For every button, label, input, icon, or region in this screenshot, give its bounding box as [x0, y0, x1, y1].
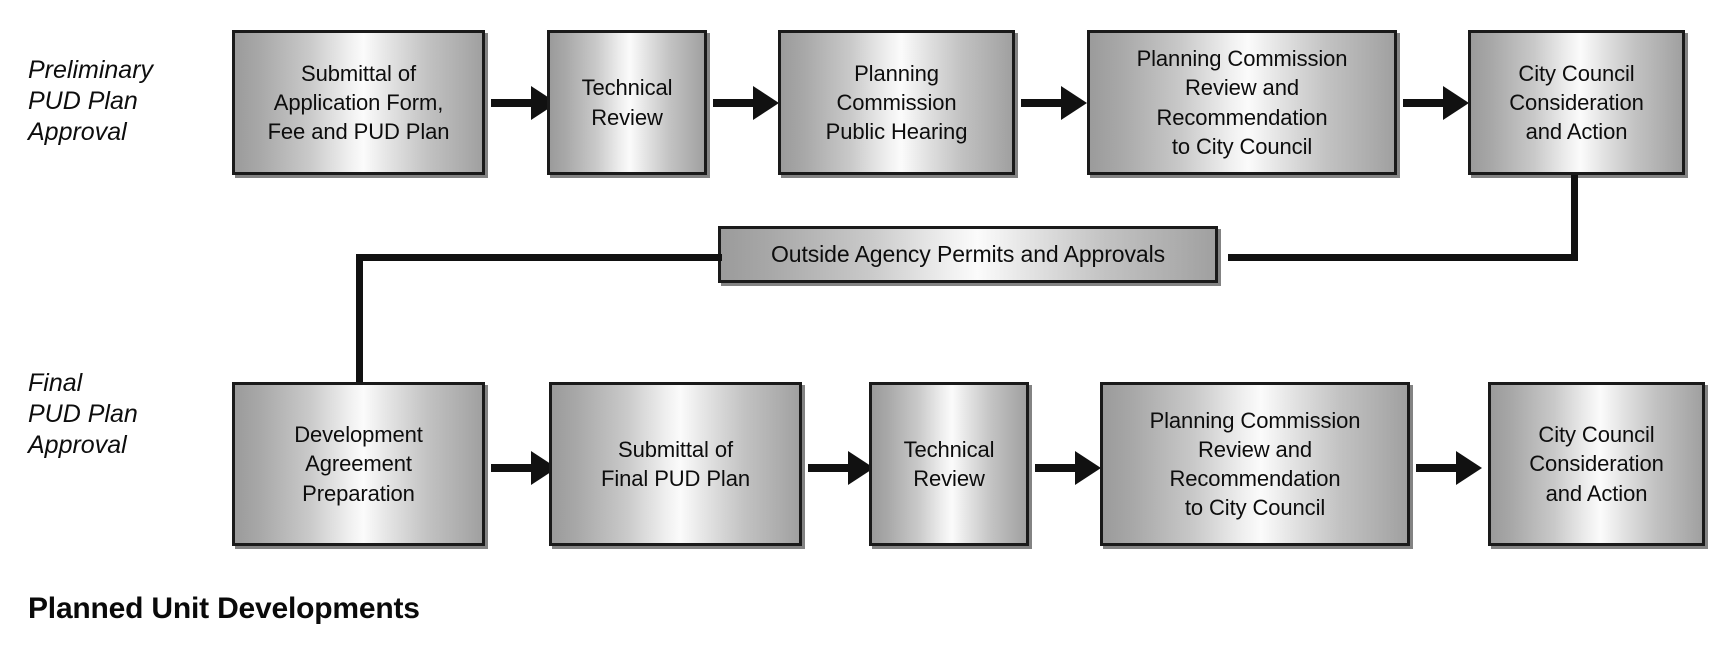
- node-submittal-final-pud-plan[interactable]: Submittal of Final PUD Plan: [549, 382, 802, 546]
- node-planning-commission-review-preliminary[interactable]: Planning Commission Review and Recommend…: [1087, 30, 1397, 175]
- node-label: City Council Consideration and Action: [1529, 422, 1664, 506]
- connector-to-outside-agency: [1228, 254, 1578, 261]
- connector-outside-agency-left: [356, 254, 722, 261]
- node-city-council-consideration-preliminary[interactable]: City Council Consideration and Action: [1468, 30, 1685, 175]
- preliminary-pud-plan-approval-caption: Preliminary PUD Plan Approval: [28, 56, 154, 146]
- node-label: Submittal of Final PUD Plan: [601, 436, 750, 491]
- node-technical-review-preliminary[interactable]: Technical Review: [547, 30, 707, 175]
- node-label: Development Agreement Preparation: [294, 422, 423, 506]
- node-label: Outside Agency Permits and Approvals: [770, 241, 1165, 268]
- node-planning-commission-review-final[interactable]: Planning Commission Review and Recommend…: [1100, 382, 1410, 546]
- node-development-agreement-preparation[interactable]: Development Agreement Preparation: [232, 382, 485, 546]
- node-label: City Council Consideration and Action: [1509, 60, 1644, 145]
- node-submittal-application-form[interactable]: Submittal of Application Form, Fee and P…: [232, 30, 485, 175]
- node-city-council-consideration-final[interactable]: City Council Consideration and Action: [1488, 382, 1705, 546]
- node-label: Submittal of Application Form, Fee and P…: [267, 60, 450, 145]
- node-technical-review-final[interactable]: Technical Review: [869, 382, 1029, 546]
- node-label: Planning Commission Review and Recommend…: [1149, 407, 1361, 521]
- final-pud-plan-approval-caption: Final PUD Plan Approval: [28, 369, 138, 459]
- node-planning-commission-public-hearing[interactable]: Planning Commission Public Hearing: [778, 30, 1015, 175]
- node-label: Technical Review: [903, 436, 995, 491]
- node-label: Technical Review: [581, 75, 673, 130]
- connector-down-to-development-agreement: [356, 254, 363, 384]
- node-outside-agency-permits-approvals[interactable]: Outside Agency Permits and Approvals: [718, 226, 1218, 283]
- node-label: Planning Commission Review and Recommend…: [1136, 46, 1348, 159]
- connector-city-council-down: [1571, 175, 1578, 258]
- node-label: Planning Commission Public Hearing: [825, 60, 968, 145]
- page-title: Planned Unit Developments: [28, 592, 420, 625]
